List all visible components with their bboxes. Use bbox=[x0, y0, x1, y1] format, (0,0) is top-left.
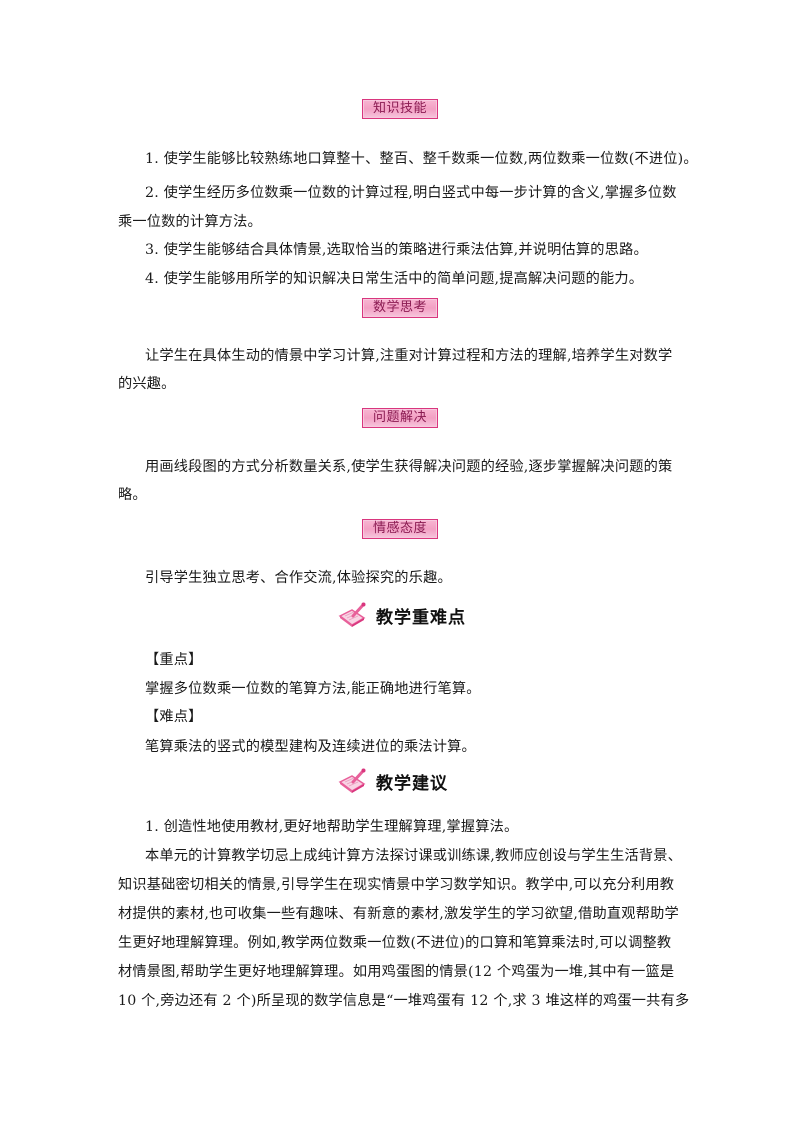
pencil-notebook-icon bbox=[338, 602, 368, 628]
difficult-point-text: 笔算乘法的竖式的模型建构及连续进位的乘法计算。 bbox=[145, 739, 476, 755]
problem-solving-line-2: 略。 bbox=[118, 487, 147, 503]
heading-title: 教学重难点 bbox=[376, 607, 466, 628]
section-badge-problem-solving: 问题解决 bbox=[362, 408, 438, 428]
suggestion-line-5: 生更好地理解算理。例如,教学两位数乘一位数(不进位)的口算和笔算乘法时,可以调整… bbox=[118, 935, 672, 951]
section-badge-math-thinking: 数学思考 bbox=[362, 298, 438, 318]
heading-suggestions: 教学建议 bbox=[338, 766, 448, 796]
knowledge-item-4: 4. 使学生能够用所学的知识解决日常生活中的简单问题,提高解决问题的能力。 bbox=[145, 271, 644, 287]
suggestion-line-1: 1. 创造性地使用教材,更好地帮助学生理解算理,掌握算法。 bbox=[145, 819, 519, 835]
suggestion-line-3: 知识基础密切相关的情景,引导学生在现实情景中学习数学知识。教学中,可以充分利用教 bbox=[118, 877, 675, 893]
knowledge-item-3: 3. 使学生能够结合具体情景,选取恰当的策略进行乘法估算,并说明估算的思路。 bbox=[145, 242, 648, 258]
heading-title: 教学建议 bbox=[376, 773, 448, 794]
section-badge-knowledge-skills: 知识技能 bbox=[362, 99, 438, 119]
section-badge-attitude: 情感态度 bbox=[362, 519, 438, 539]
heading-key-difficult: 教学重难点 bbox=[338, 600, 466, 630]
key-point-text: 掌握多位数乘一位数的笔算方法,能正确地进行笔算。 bbox=[145, 681, 481, 697]
suggestion-line-2: 本单元的计算教学切忌上成纯计算方法探讨课或训练课,教师应创设与学生生活背景、 bbox=[145, 848, 683, 864]
knowledge-item-2: 2. 使学生经历多位数乘一位数的计算过程,明白竖式中每一步计算的含义,掌握多位数 bbox=[145, 185, 677, 201]
suggestion-line-7: 10 个,旁边还有 2 个)所呈现的数学信息是“一堆鸡蛋有 12 个,求 3 堆… bbox=[118, 993, 690, 1009]
suggestion-line-6: 材情景图,帮助学生更好地理解算理。如用鸡蛋图的情景(12 个鸡蛋为一堆,其中有一… bbox=[118, 964, 675, 980]
pencil-notebook-icon bbox=[338, 768, 368, 794]
math-thinking-line-1: 让学生在具体生动的情景中学习计算,注重对计算过程和方法的理解,培养学生对数学 bbox=[145, 348, 673, 364]
attitude-line-1: 引导学生独立思考、合作交流,体验探究的乐趣。 bbox=[145, 570, 452, 586]
knowledge-item-2-cont: 乘一位数的计算方法。 bbox=[118, 214, 262, 230]
suggestion-line-4: 材提供的素材,也可收集一些有趣味、有新意的素材,激发学生的学习欲望,借助直观帮助… bbox=[118, 906, 679, 922]
key-point-label: 【重点】 bbox=[145, 652, 203, 668]
difficult-point-label: 【难点】 bbox=[145, 709, 203, 725]
problem-solving-line-1: 用画线段图的方式分析数量关系,使学生获得解决问题的经验,逐步掌握解决问题的策 bbox=[145, 459, 673, 475]
math-thinking-line-2: 的兴趣。 bbox=[118, 376, 176, 392]
knowledge-item-1: 1. 使学生能够比较熟练地口算整十、整百、整千数乘一位数,两位数乘一位数(不进位… bbox=[145, 151, 698, 167]
